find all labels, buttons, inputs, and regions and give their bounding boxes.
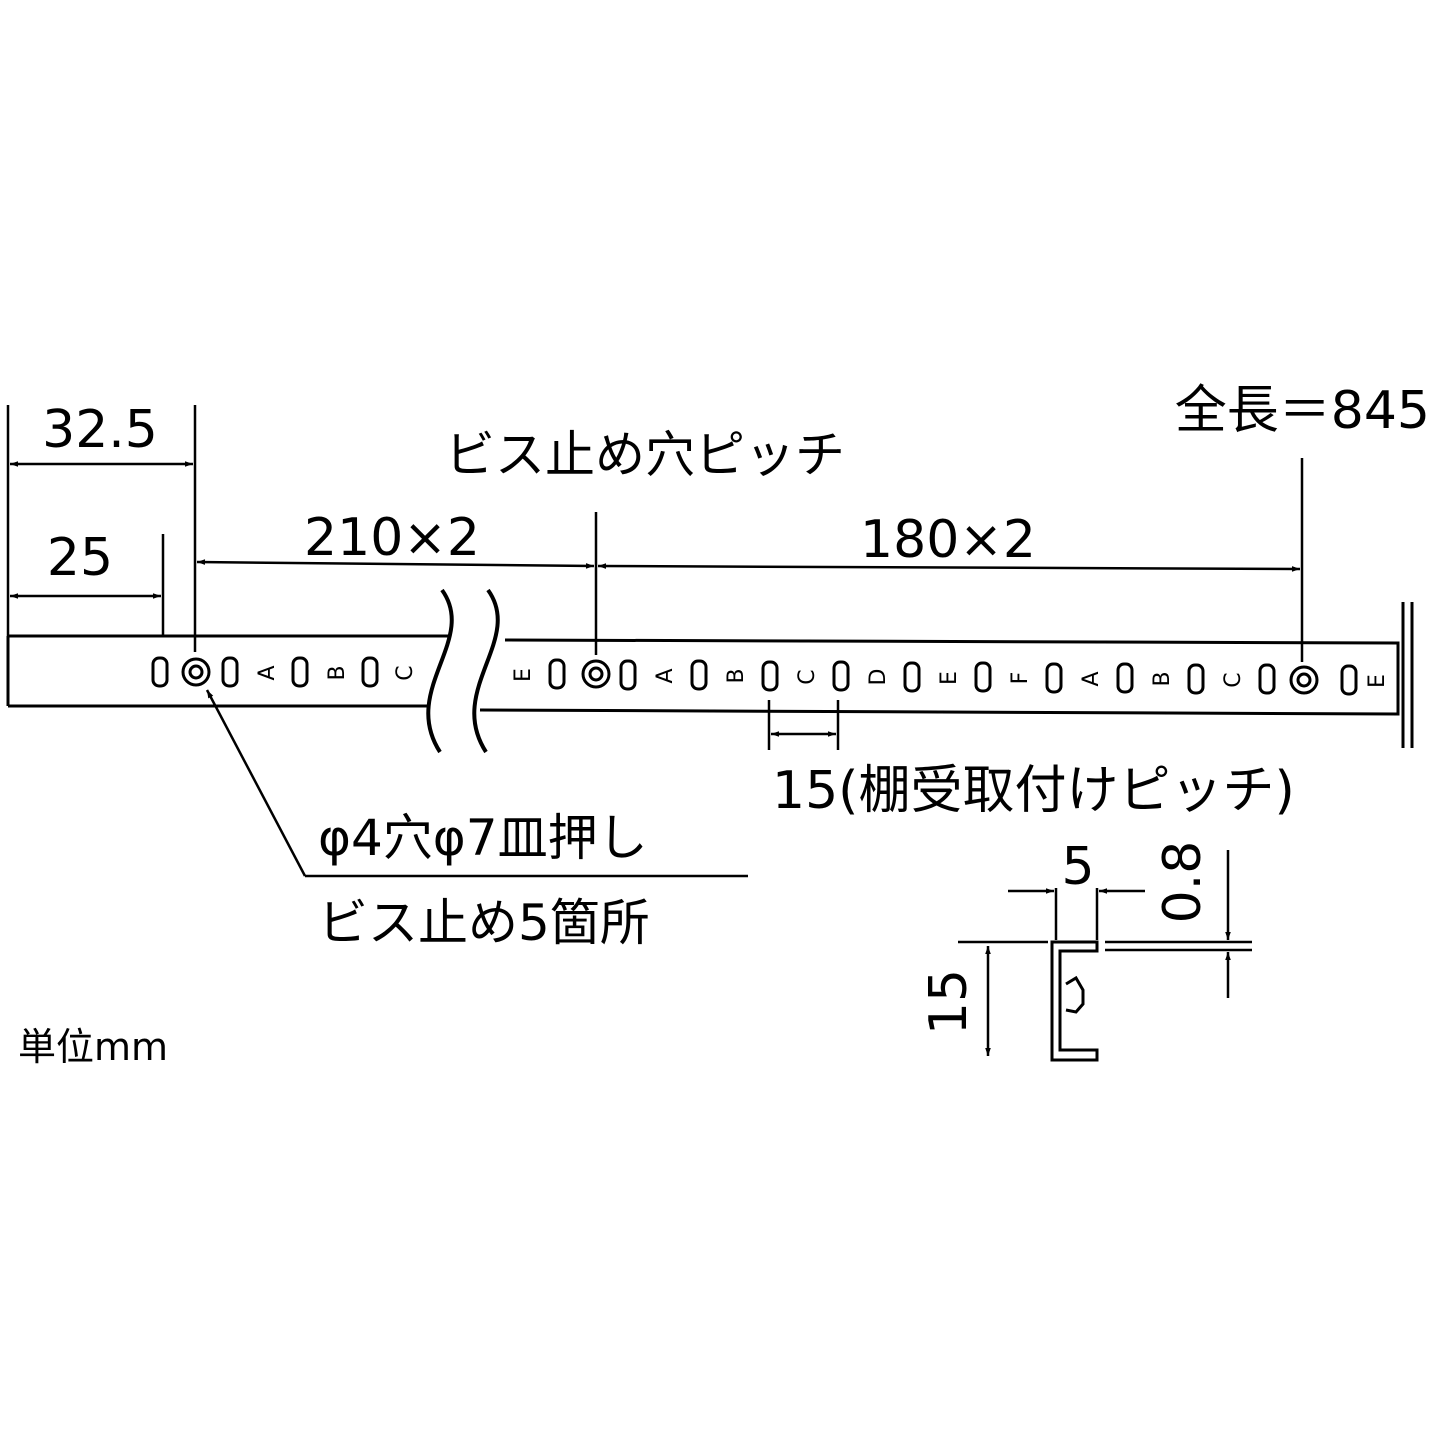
- screw-hole-1: [181, 657, 211, 687]
- screw-holes: [181, 657, 1319, 695]
- rail-mark: C: [795, 669, 820, 684]
- unit-label: 単位mm: [18, 1025, 168, 1069]
- slot: [548, 658, 566, 690]
- cross-section: 5 0.8 15: [919, 837, 1252, 1062]
- break-line-left: [426, 588, 454, 754]
- slots-right: [619, 659, 1358, 696]
- rail-mark: B: [325, 665, 350, 680]
- dim-25-label: 25: [47, 528, 113, 588]
- slot: [832, 660, 850, 692]
- rail-mark: E: [937, 671, 962, 685]
- rail-mark: D: [866, 669, 891, 686]
- profile-dims: [958, 850, 1252, 1056]
- shelf-pitch-label: 15(棚受取付けピッチ): [772, 761, 1295, 821]
- slot: [291, 656, 309, 688]
- dim-180x2-label: 180×2: [860, 510, 1036, 570]
- dim-210x2-label: 210×2: [304, 508, 480, 568]
- rail-mark: A: [1079, 671, 1104, 686]
- slot: [1116, 662, 1134, 694]
- hole-spec-label: φ4穴φ7皿押し: [318, 809, 648, 867]
- profile-shape: [1050, 940, 1099, 1062]
- profile-height-label: 15: [919, 969, 979, 1035]
- hole-leader: [205, 689, 748, 878]
- screw-hole-3: [1289, 665, 1319, 695]
- screw-pitch-title: ビス止め穴ピッチ: [445, 426, 845, 484]
- slot: [151, 656, 169, 688]
- slot: [1258, 663, 1276, 695]
- rail-mark: B: [724, 668, 749, 683]
- slot: [619, 659, 637, 691]
- slot: [1187, 663, 1205, 695]
- total-length-label: 全長＝845: [1175, 381, 1430, 441]
- break-line-right: [472, 588, 500, 754]
- rail-left-section: [6, 634, 450, 708]
- rail-mark: F: [1008, 672, 1033, 685]
- extension-lines: [6, 405, 1304, 750]
- dimension-lines: [10, 461, 1301, 737]
- profile-width-label: 5: [1061, 837, 1094, 897]
- rail-body: [6, 588, 1414, 754]
- rail-mark: C: [393, 665, 418, 680]
- rail-mark: A: [653, 668, 678, 683]
- rail-mark: E: [511, 668, 536, 682]
- slot: [761, 660, 779, 692]
- slot: [690, 659, 708, 691]
- slot: [1045, 662, 1063, 694]
- slot: [974, 661, 992, 693]
- dim-32-5-label: 32.5: [42, 400, 158, 460]
- slot: [361, 656, 379, 688]
- dim-line-180x2: [597, 563, 1301, 572]
- rail-marks: A B C E A B C D E F A B C E: [255, 665, 1390, 688]
- screw-count-label: ビス止め5箇所: [318, 894, 650, 952]
- slot: [1340, 664, 1358, 696]
- rail-mark: C: [1221, 672, 1246, 687]
- slots-left: [151, 656, 566, 690]
- slot: [903, 661, 921, 693]
- slot: [221, 656, 239, 688]
- screw-hole-2: [581, 659, 611, 689]
- rail-mark: E: [1365, 674, 1390, 688]
- rail-mark: B: [1150, 671, 1175, 686]
- dim-line-210x2: [196, 559, 595, 569]
- profile-thickness-label: 0.8: [1153, 841, 1213, 924]
- rail-right-section: [479, 638, 1400, 716]
- rail-mark: A: [255, 665, 280, 680]
